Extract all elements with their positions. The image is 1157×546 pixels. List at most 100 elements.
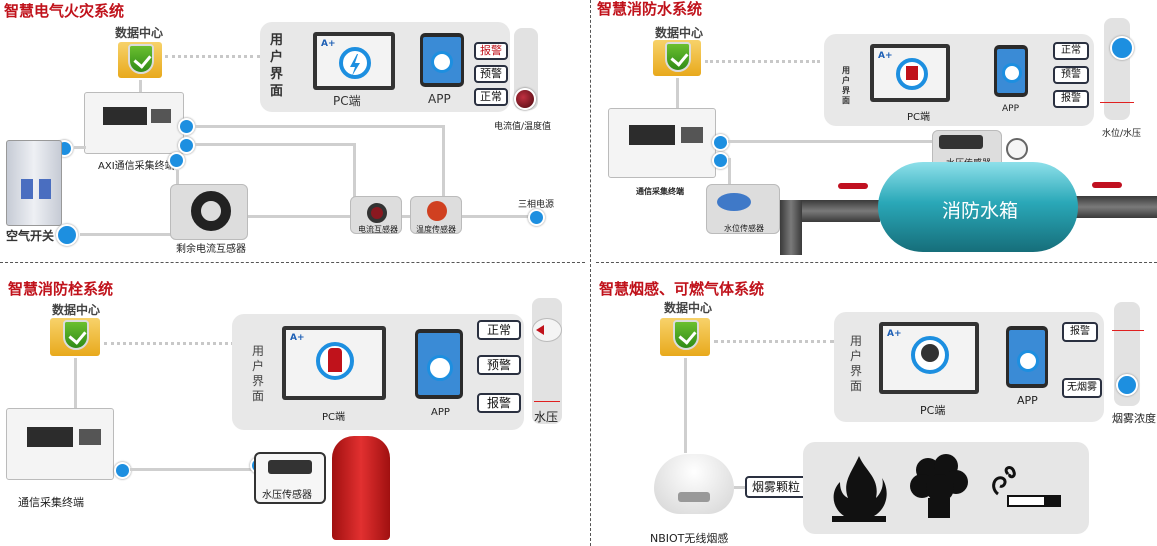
residual-sensor-label: 剩余电流互感器 [176,244,246,255]
wire [728,158,731,186]
shield-icon [63,320,89,350]
alarm-button[interactable]: 报警 [477,393,521,413]
gauge-indicator [514,88,536,110]
detector-label: NBIOT无线烟感 [650,532,729,545]
pressure-sensor [254,452,326,504]
gauge-threshold [1100,102,1134,103]
warning-button[interactable]: 预警 [477,355,521,375]
user-ui-label: 用户界面 [850,334,863,393]
normal-button[interactable]: 正常 [1053,42,1089,60]
shield-icon [128,44,154,74]
gauge-label: 电流值/温度值 [494,122,552,132]
data-center-label: 数据中心 [115,26,164,40]
pc-label: PC端 [920,404,946,417]
cigarette-smoke-icon [992,466,1061,507]
connector [104,342,234,345]
app-phone [415,329,463,399]
app-phone [994,45,1028,97]
alarm-button[interactable]: 报警 [1062,322,1098,342]
terminal-port[interactable] [114,462,131,479]
water-level-sensor [706,184,780,234]
connector [139,80,142,95]
wire [130,468,260,471]
axi-terminal [84,92,184,154]
fire-icon [832,456,887,522]
terminal-port-2[interactable] [178,137,195,154]
vertical-divider [590,0,591,546]
fire-water-tank [878,162,1078,252]
warning-button[interactable]: 预警 [474,65,508,83]
current-sensor-label: 电流互感器 [358,225,398,234]
communication-terminal [6,408,114,480]
user-interface-panel [824,34,1094,126]
pc-monitor: A+ [282,326,386,400]
warning-button[interactable]: 预警 [1053,66,1089,84]
connector [676,78,679,108]
app-label: APP [428,92,451,106]
panel-title-hydrant: 智慧消防栓系统 [8,280,114,298]
wire [195,143,355,146]
valve-right-icon[interactable] [1092,182,1122,188]
smoke-icon [921,344,939,362]
temp-sensor-label: 温度传感器 [416,225,456,234]
tank-label: 消防水箱 [942,200,1019,222]
pc-monitor: A+ [879,322,979,394]
terminal-port-2[interactable] [712,152,729,169]
app-label: APP [1017,394,1038,407]
data-center-label: 数据中心 [52,303,101,317]
temperature-sensor [410,196,462,234]
current-sensor [350,196,402,234]
gauge-indicator [1116,374,1138,396]
communication-terminal [608,108,716,178]
pc-label: PC端 [322,412,346,423]
pc-label: PC端 [333,94,361,108]
gauge-pointer-icon [536,325,544,335]
app-label: APP [431,407,450,418]
power-label: 三相电源 [518,200,555,210]
connector [714,340,834,343]
wire [442,125,445,200]
connector [74,358,77,408]
data-center-label: 数据中心 [655,26,704,40]
pressure-gauge-icon [1006,138,1028,160]
pump-icon [906,66,918,80]
power-port[interactable] [528,209,545,226]
air-switch-port[interactable] [56,224,78,246]
wire [176,170,179,188]
smoke-detector-device [654,454,734,514]
panel-title-water: 智慧消防水系统 [597,0,703,18]
panel-title-smoke: 智慧烟感、可燃气体系统 [599,280,765,298]
gauge-threshold [534,401,560,402]
terminal-port-1[interactable] [178,118,195,135]
alarm-button[interactable]: 报警 [474,42,508,60]
app-label: APP [1002,104,1020,114]
wire [734,486,748,489]
valve-left-icon[interactable] [838,183,868,189]
terminal-label: 通信采集终端 [18,496,84,509]
gauge-indicator [1110,36,1134,60]
normal-button[interactable]: 正常 [477,320,521,340]
smoke-cloud-icon [910,454,968,518]
pressure-sensor-label: 水压传感器 [262,490,312,501]
user-ui-label: 用户界面 [270,33,284,99]
air-switch-label: 空气开关 [6,229,55,243]
fire-hydrant-image [332,436,390,540]
hydrant-icon [328,348,342,372]
terminal-port-1[interactable] [712,134,729,151]
level-sensor-label: 水位传感器 [724,224,764,233]
terminal-label: AXI通信采集终端 [98,161,175,172]
wire [353,143,356,200]
alarm-button[interactable]: 报警 [1053,90,1089,108]
lightning-icon [350,54,360,76]
water-pressure-gauge [532,298,562,424]
air-switch-device [6,140,62,226]
no-smoke-button[interactable]: 无烟雾 [1062,378,1102,398]
terminal-port-3[interactable] [168,152,185,169]
gauge-label: 水压 [534,410,559,424]
normal-button[interactable]: 正常 [474,88,508,106]
connector [684,358,687,453]
wire [80,233,180,236]
connector [705,60,820,63]
pipe-down [780,200,802,255]
smoke-particles-label: 烟雾颗粒 [745,476,807,498]
